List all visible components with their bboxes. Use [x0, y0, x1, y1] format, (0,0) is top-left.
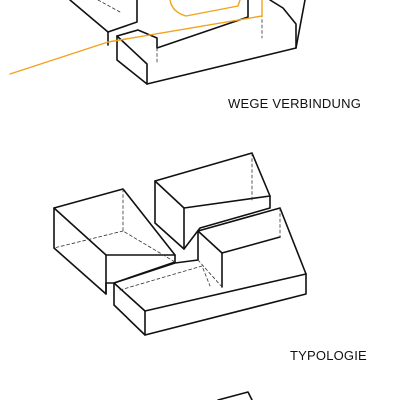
wege-path-line [9, 0, 263, 75]
upper-right-block [154, 152, 271, 250]
wege-path-branch [169, 0, 241, 17]
upper-left-block [69, 0, 138, 46]
next-diagram-cropped [217, 391, 253, 401]
wege-verbindung-diagram [9, 0, 306, 85]
typologie-diagram [53, 152, 307, 336]
front-l-block [113, 207, 307, 336]
left-block [53, 188, 176, 295]
wege-verbindung-label: WEGE VERBINDUNG [228, 96, 362, 111]
typologie-label: TYPOLOGIE [290, 348, 367, 363]
upper-l-block [116, 0, 306, 85]
